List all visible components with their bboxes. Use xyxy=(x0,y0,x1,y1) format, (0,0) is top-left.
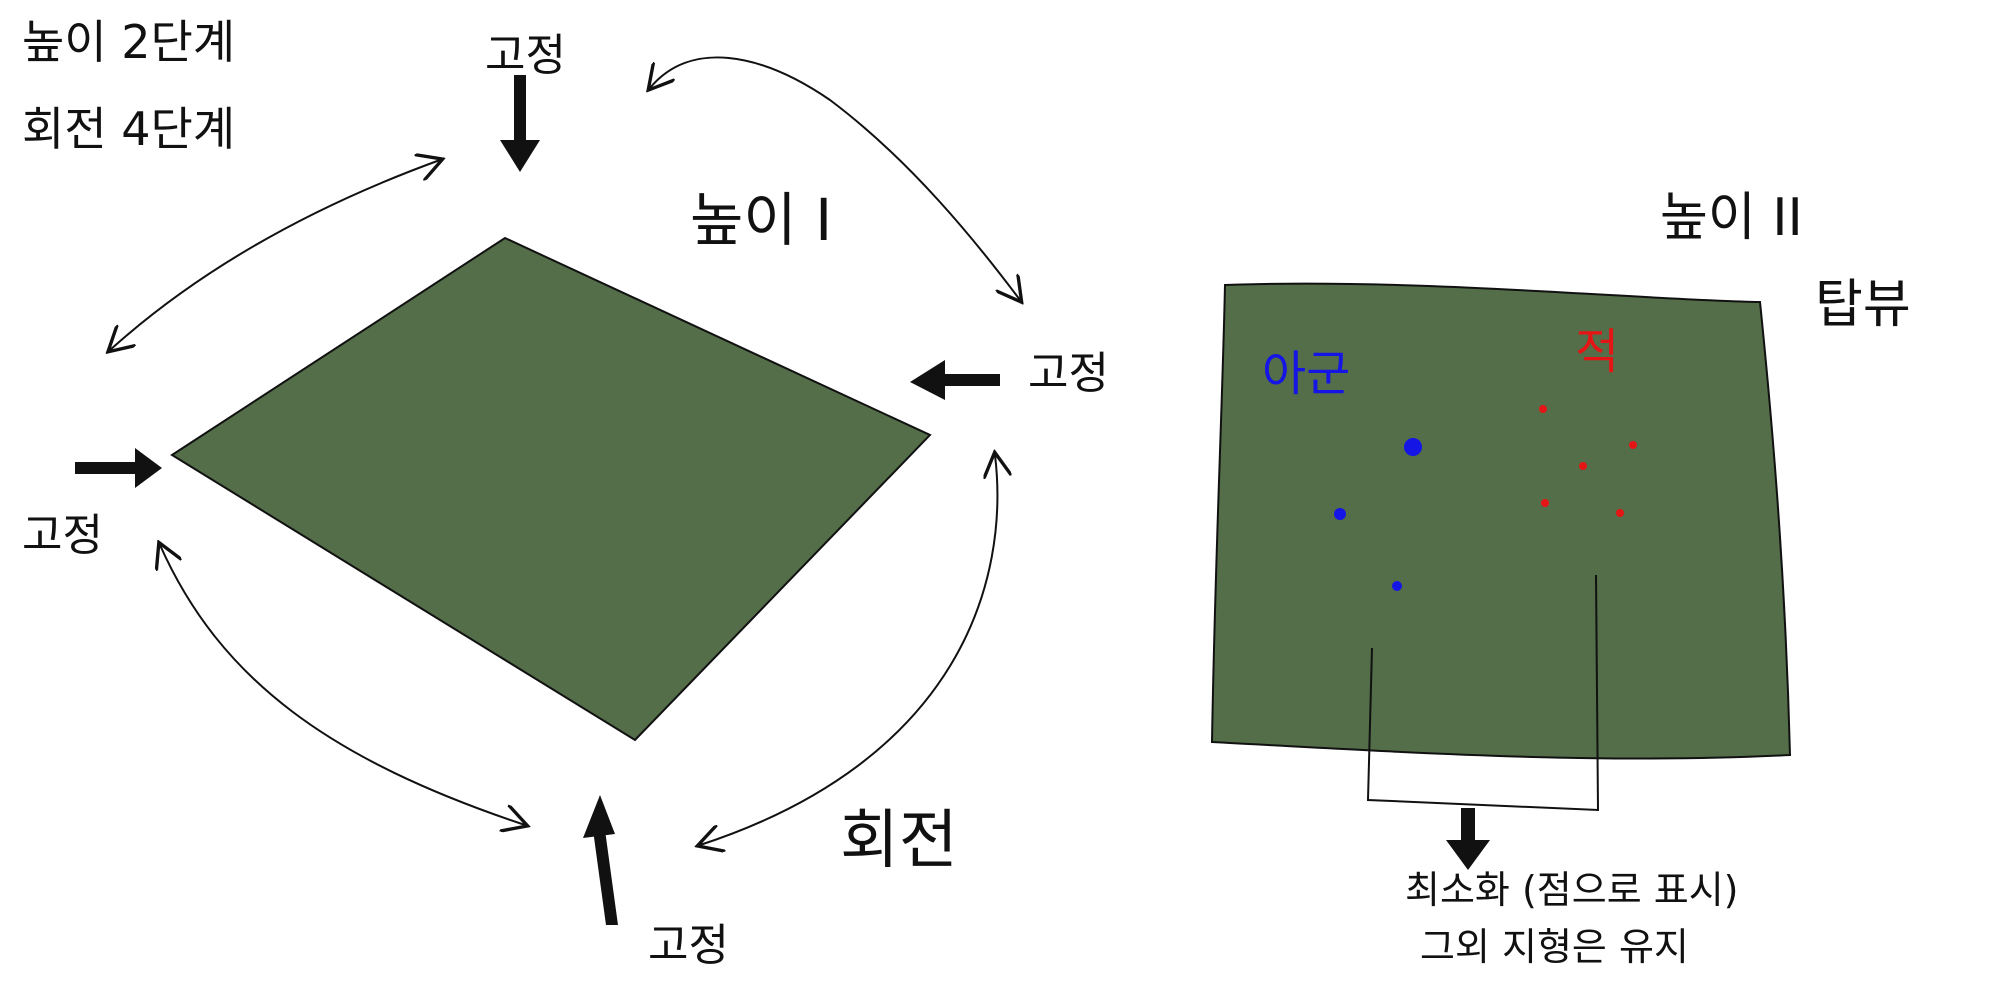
fixed-arrow-left xyxy=(75,448,162,488)
rotate-arrow-bottom-right xyxy=(700,455,997,845)
ally-unit-marker xyxy=(1334,508,1346,520)
rotate-arrow-top-right xyxy=(650,56,1020,300)
down-arrow xyxy=(1446,808,1490,870)
height-levels-note: 높이 2단계 xyxy=(22,15,235,69)
caption-line-2: 그외 지형은 유지 xyxy=(1420,925,1689,969)
enemy-unit-marker xyxy=(1616,509,1624,517)
enemy-unit-marker xyxy=(1539,405,1547,413)
rotation-label: 회전 xyxy=(840,804,958,878)
ally-unit-marker xyxy=(1404,438,1422,456)
right-view: 높이 II 탑뷰 아군 적 최소화 (점으로 표시) 그외 지형은 유지 xyxy=(1210,188,1911,969)
fixed-label-right: 고정 xyxy=(1028,348,1109,399)
fixed-label-bottom: 고정 xyxy=(648,920,729,971)
rotation-levels-note: 회전 4단계 xyxy=(22,102,235,156)
fixed-arrow-right xyxy=(910,360,1000,400)
rotate-arrow-top-left xyxy=(110,160,440,350)
bracket-line xyxy=(1366,574,1600,812)
left-view: 높이 I 고정 고정 고정 고정 회전 xyxy=(22,30,1109,971)
enemy-unit-marker xyxy=(1579,462,1587,470)
terrain-top-view xyxy=(1210,282,1792,760)
fixed-arrow-top xyxy=(500,75,540,172)
enemy-unit-marker xyxy=(1629,441,1637,449)
height-label-2: 높이 II xyxy=(1660,188,1803,248)
rotate-arrow-bottom-left xyxy=(160,545,525,825)
ally-label: 아군 xyxy=(1262,346,1350,402)
enemy-label: 적 xyxy=(1575,324,1619,380)
fixed-label-left: 고정 xyxy=(22,510,103,561)
height-label-1: 높이 I xyxy=(690,186,832,254)
top-view-label: 탑뷰 xyxy=(1815,275,1911,335)
fixed-label-top: 고정 xyxy=(485,30,566,81)
enemy-unit-marker xyxy=(1541,499,1549,507)
terrain-rotated xyxy=(170,236,932,742)
fixed-arrow-bottom xyxy=(583,795,618,925)
caption-line-1: 최소화 (점으로 표시) xyxy=(1405,868,1739,912)
ally-unit-marker xyxy=(1392,581,1402,591)
